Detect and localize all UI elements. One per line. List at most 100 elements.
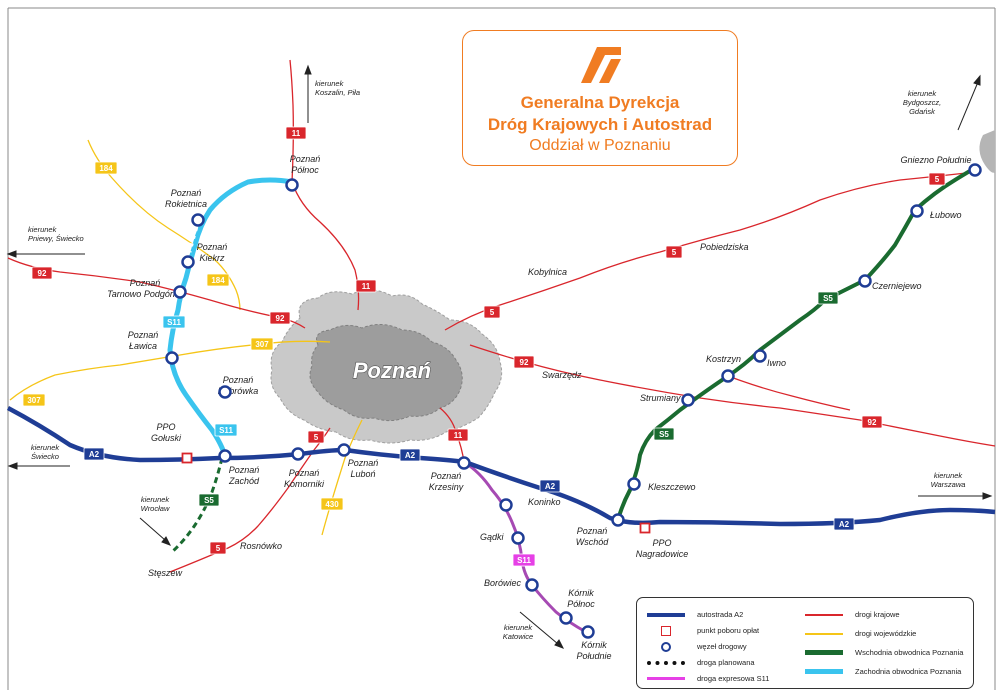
legend-label: autostrada A2 [697,610,744,619]
road-shield-sh-a2-w: A2 [83,447,105,461]
toll-ppo-goluski[interactable] [181,452,193,464]
legend-item-wezel: węzeł drogowy [647,640,747,653]
junction-poznan-kiekrz[interactable] [181,255,195,269]
poznan-city-area: Poznań [270,289,503,444]
title-box: Generalna Dyrekcja Dróg Krajowych i Auto… [462,30,738,166]
road-shield-sh-307-mid: 307 [250,337,274,351]
legend-item-s5: Wschodnia obwodnica Poznania [805,646,963,659]
label-borowiec: Borówiec [484,578,522,588]
poznan-city-label: Poznań [353,358,431,383]
road-shield-sh-92-mid: 92 [269,311,291,325]
legend-label: drogi wojewódzkie [855,629,917,638]
junction-poznan-krzesiny[interactable] [457,456,471,470]
town-pobiedziska: Pobiedziska [700,242,749,252]
shield-text: 11 [292,129,301,138]
junction-koninko[interactable] [499,498,513,512]
legend-label: Wschodnia obwodnica Poznania [855,648,964,657]
junction-kostrzyn[interactable] [721,369,735,383]
legend-item-s11: droga expresowa S11 [647,672,769,685]
shield-text: 92 [868,418,877,427]
shield-text: A2 [545,482,556,491]
town-kobylnica: Kobylnica [528,267,567,277]
label-kostrzyn: Kostrzyn [706,354,741,364]
legend-label: droga planowana [697,658,755,667]
shield-text: S5 [659,430,669,439]
road-shield-sh-5-mid: 5 [483,305,501,319]
toll-ppo-nagradowice[interactable] [639,522,651,534]
junction-gadki[interactable] [511,531,525,545]
junction-poznan-zachod[interactable] [218,449,232,463]
shield-text: S5 [823,294,833,303]
s5-planned-road [170,457,224,554]
road-shield-sh-s11-s: S11 [512,553,536,567]
legend-item-planned: droga planowana [647,656,755,669]
label-gniezno-poludnie: Gniezno Południe [900,155,971,165]
road-shield-sh-a2-e2: A2 [833,517,855,531]
title-line-1: Generalna Dyrekcja [520,93,680,112]
junction-poznan-wschod[interactable] [611,513,625,527]
road-shield-sh-5-ros: 5 [209,541,227,555]
road-shield-sh-5-gniezno: 5 [928,172,946,186]
junction-poznan-komorniki[interactable] [291,447,305,461]
junction-poznan-polnoc[interactable] [285,178,299,192]
shield-text: 11 [362,282,371,291]
junction-poznan-lawica[interactable] [165,351,179,365]
junction-poznan-dabrowka[interactable] [218,385,232,399]
legend-label: punkt poboru opłat [697,626,760,635]
title-line-3: Oddział w Poznaniu [529,137,671,154]
arrow-wroclaw [139,517,166,541]
road-11-north [289,59,360,311]
legend-label: węzeł drogowy [697,642,747,651]
shield-text: 184 [211,276,225,285]
road-shield-sh-11-south: 11 [447,428,469,442]
junction-poznan-lubon[interactable] [337,443,351,457]
road-kostrzyn [727,375,851,411]
junction-strumiany[interactable] [681,393,695,407]
junction-lubowo[interactable] [910,204,924,218]
road-shield-sh-s5-1: S5 [817,291,839,305]
shield-text: S11 [167,318,181,327]
legend-label: droga expresowa S11 [697,674,770,683]
town-stceszew: Stęszew [148,568,183,578]
shield-text: 307 [255,340,269,349]
road-shield-sh-a2-e1: A2 [539,479,561,493]
direction-arrows [6,64,993,649]
junction-borowiec[interactable] [525,578,539,592]
shield-text: 5 [490,308,495,317]
shield-text: 92 [276,314,285,323]
shield-text: 307 [27,396,41,405]
road-shield-sh-11-mid: 11 [355,279,377,293]
junction-iwno[interactable] [753,349,767,363]
shield-text: S11 [219,426,233,435]
road-shield-sh-a2-mid: A2 [399,448,421,462]
junction-poznan-rokietnica[interactable] [191,213,205,227]
junction-kornik-polnoc[interactable] [559,611,573,625]
shield-text: 92 [38,269,47,278]
junction-kornik-poludnie[interactable] [581,625,595,639]
shield-text: 5 [672,248,677,257]
junction-poznan-tarnowo[interactable] [173,285,187,299]
s5-road [616,166,976,521]
legend-item-ppo: punkt poboru opłat [647,624,759,637]
title-line-2: Dróg Krajowych i Autostrad [487,115,713,134]
junction-czerniejewo[interactable] [858,274,872,288]
junction-gniezno-poludnie[interactable] [968,163,982,177]
road-shield-sh-5-kom: 5 [307,430,325,444]
road-shield-sh-184-s: 184 [206,273,230,287]
junction-kleszczewo[interactable] [627,477,641,491]
road-shield-sh-s11-w2: S11 [214,423,238,437]
road-shield-sh-s5-2: S5 [653,427,675,441]
